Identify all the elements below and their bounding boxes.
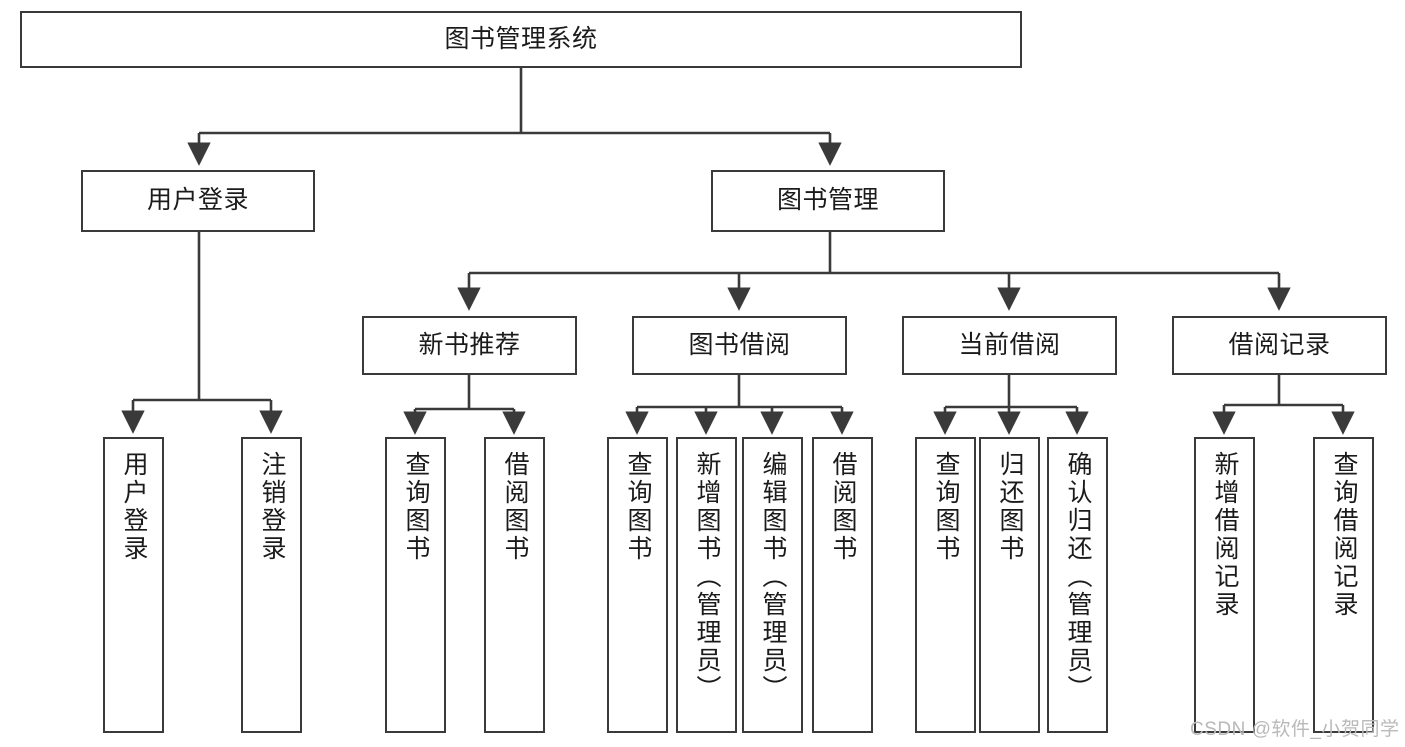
- node-root-label: 图书管理系统: [444, 24, 598, 53]
- node-leaf-return-book-label: 归还图书: [996, 451, 1024, 563]
- node-leaf-logout-label: 注销登录: [258, 451, 286, 563]
- node-leaf-user-login-label: 用户登录: [120, 451, 148, 563]
- node-leaf-query-book-3-label: 查询图书: [932, 451, 960, 563]
- node-borrow-record-label: 借阅记录: [1228, 330, 1331, 359]
- node-leaf-query-book-3[interactable]: 查询图书: [915, 437, 976, 733]
- node-leaf-confirm-return[interactable]: 确认归还（管理员）: [1047, 437, 1108, 733]
- node-leaf-add-book[interactable]: 新增图书（管理员）: [676, 437, 737, 733]
- node-leaf-add-record-label: 新增借阅记录: [1211, 451, 1239, 619]
- node-current-borrow[interactable]: 当前借阅: [902, 316, 1117, 375]
- node-leaf-edit-book-label: 编辑图书（管理员）: [759, 451, 787, 703]
- node-leaf-query-record-label: 查询借阅记录: [1330, 451, 1358, 619]
- node-leaf-borrow-book-2[interactable]: 借阅图书: [812, 437, 873, 733]
- node-leaf-borrow-book-1[interactable]: 借阅图书: [484, 437, 545, 733]
- node-leaf-return-book[interactable]: 归还图书: [979, 437, 1040, 733]
- node-leaf-query-book-1-label: 查询图书: [402, 451, 430, 563]
- node-leaf-query-record[interactable]: 查询借阅记录: [1313, 437, 1374, 733]
- node-leaf-add-record[interactable]: 新增借阅记录: [1194, 437, 1255, 733]
- node-leaf-add-book-label: 新增图书（管理员）: [693, 451, 721, 703]
- node-book-manage[interactable]: 图书管理: [711, 170, 945, 232]
- node-borrow-record[interactable]: 借阅记录: [1172, 316, 1387, 375]
- node-book-manage-label: 图书管理: [776, 186, 879, 215]
- node-user-login-label: 用户登录: [146, 186, 249, 215]
- node-leaf-edit-book[interactable]: 编辑图书（管理员）: [742, 437, 803, 733]
- node-leaf-user-login[interactable]: 用户登录: [103, 437, 164, 733]
- node-leaf-query-book-2[interactable]: 查询图书: [607, 437, 668, 733]
- node-book-borrow-label: 图书借阅: [688, 330, 791, 359]
- node-new-book-rec[interactable]: 新书推荐: [362, 316, 577, 375]
- node-leaf-borrow-book-2-label: 借阅图书: [829, 451, 857, 563]
- node-current-borrow-label: 当前借阅: [958, 330, 1061, 359]
- node-new-book-rec-label: 新书推荐: [418, 330, 521, 359]
- node-book-borrow[interactable]: 图书借阅: [632, 316, 847, 375]
- node-leaf-borrow-book-1-label: 借阅图书: [501, 451, 529, 563]
- node-leaf-logout[interactable]: 注销登录: [241, 437, 302, 733]
- node-root[interactable]: 图书管理系统: [20, 11, 1022, 68]
- node-user-login[interactable]: 用户登录: [81, 170, 315, 232]
- node-leaf-query-book-1[interactable]: 查询图书: [385, 437, 446, 733]
- node-leaf-confirm-return-label: 确认归还（管理员）: [1064, 451, 1092, 703]
- node-leaf-query-book-2-label: 查询图书: [624, 451, 652, 563]
